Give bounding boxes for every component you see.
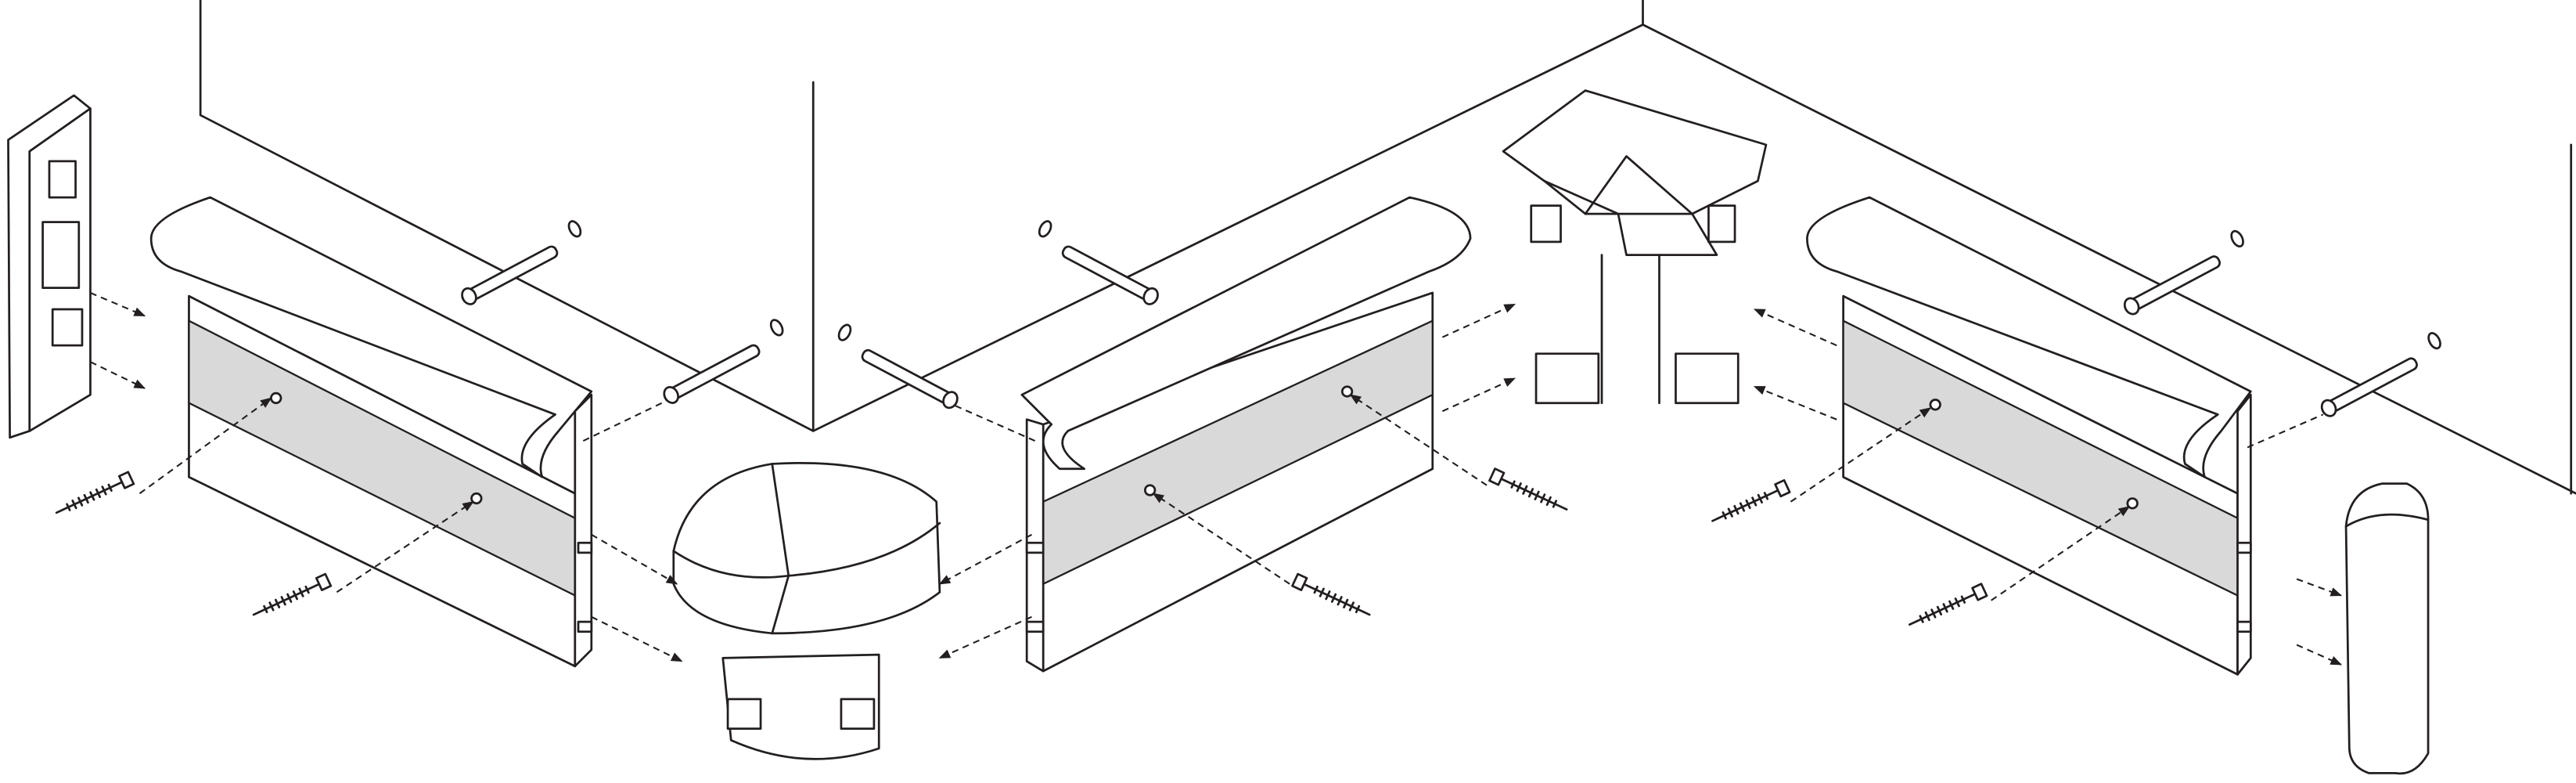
skirting-profile-right — [1806, 196, 2252, 676]
skirting-profile-left — [149, 196, 593, 668]
inner-corner-piece — [1502, 89, 1768, 405]
right-end-cap — [2296, 482, 2430, 775]
walls — [199, 0, 2576, 495]
left-end-cap — [7, 94, 146, 439]
outer-corner-piece — [672, 461, 941, 760]
skirting-profile-center — [1020, 196, 1472, 673]
assembly-arrows — [139, 303, 2324, 662]
